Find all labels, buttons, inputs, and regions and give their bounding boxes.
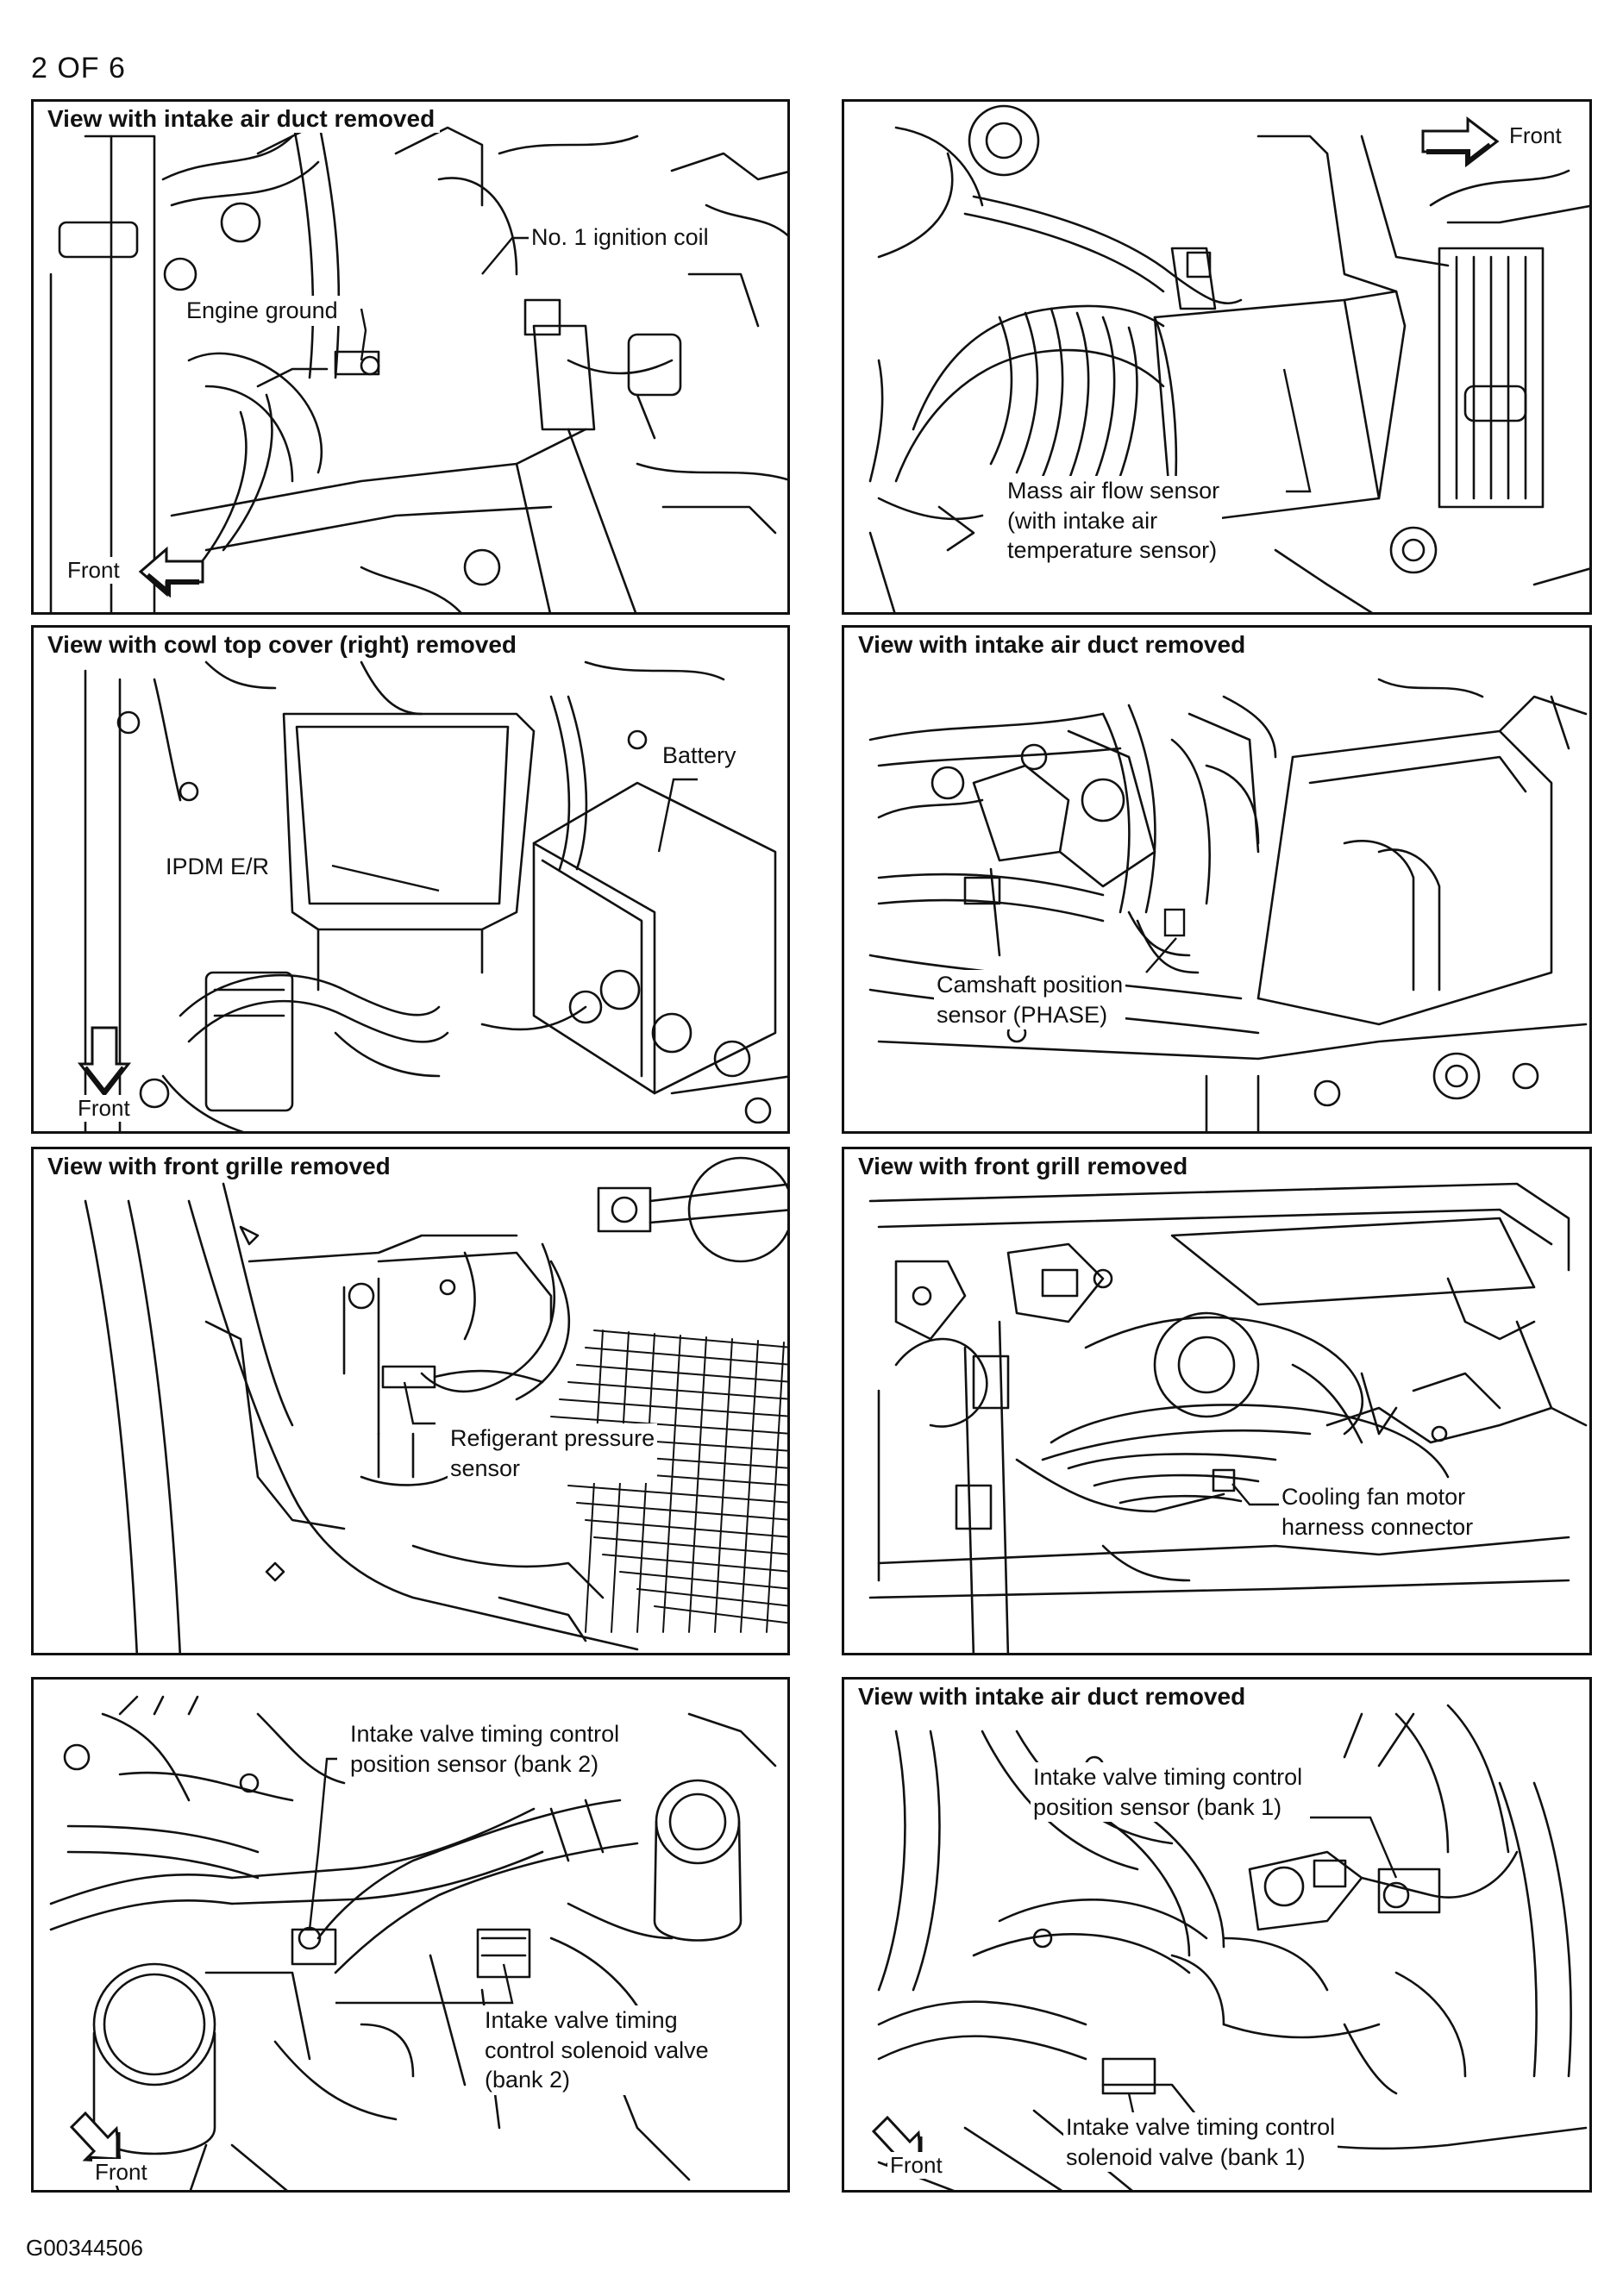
panel-refrigerant-pressure-sensor: View with front grille removed Refigeran…: [31, 1147, 790, 1655]
label-cooling-fan-motor-connector: Cooling fan motor harness connector: [1279, 1482, 1476, 1542]
engine-bay-drawing: [49, 117, 787, 612]
front-arrow-diagonal-icon: [69, 2111, 122, 2163]
panel-camshaft-position-sensor: View with intake air duct removed Camsha…: [842, 625, 1592, 1134]
label-engine-ground: Engine ground: [184, 296, 341, 326]
page-number-label: 2 OF 6: [31, 52, 126, 84]
label-no1-ignition-coil: No. 1 ignition coil: [529, 222, 711, 253]
leader-lines: [1231, 1483, 1279, 1506]
leader-lines: [331, 778, 698, 892]
panel-ignition-coil-engine-ground: View with intake air duct removed No. 1 …: [31, 99, 790, 615]
document-code: G00344506: [26, 2235, 143, 2261]
leader-lines: [308, 1757, 514, 2005]
panel-title: View with intake air duct removed: [853, 1683, 1251, 1711]
front-arrow-down-icon: [77, 1026, 132, 1098]
engine-bay-drawing: [49, 1695, 777, 2190]
label-refrigerant-pressure-sensor: Refigerant pressure sensor: [448, 1423, 658, 1484]
engine-bay-drawing: [868, 104, 1589, 612]
label-ivtc-position-sensor-bank-2: Intake valve timing control position sen…: [348, 1719, 623, 1780]
panel-ivtc-bank-2: Intake valve timing control position sen…: [31, 1677, 790, 2193]
leader-lines: [403, 1381, 436, 1425]
leader-lines: [1145, 908, 1186, 973]
front-arrow-left-icon: [138, 546, 204, 597]
panel-ivtc-bank-1: View with intake air duct removed Intake…: [842, 1677, 1592, 2193]
label-camshaft-position-sensor: Camshaft position sensor (PHASE): [934, 970, 1126, 1030]
panel-title: View with intake air duct removed: [853, 631, 1251, 659]
panel-title: View with front grille removed: [42, 1153, 396, 1180]
panel-mass-air-flow-sensor: Front Mass air flow sensor (with intake …: [842, 99, 1592, 615]
panel-title: View with front grill removed: [853, 1153, 1194, 1180]
leader-lines: [1282, 368, 1312, 493]
front-direction-label: Front: [75, 1095, 133, 1122]
engine-bay-drawing: [868, 678, 1588, 1131]
label-ipdm-er: IPDM E/R: [163, 852, 273, 882]
panel-ipdm-battery: View with cowl top cover (right) removed…: [31, 625, 790, 1134]
front-direction-label: Front: [1507, 122, 1564, 149]
panel-title: View with intake air duct removed: [42, 105, 441, 133]
label-mass-air-flow-sensor: Mass air flow sensor (with intake air te…: [1005, 476, 1223, 566]
front-direction-label: Front: [65, 557, 122, 584]
label-ivtc-position-sensor-bank-1: Intake valve timing control position sen…: [1031, 1762, 1306, 1823]
front-direction-label: Front: [887, 2152, 945, 2179]
front-direction-label: Front: [92, 2159, 150, 2186]
front-arrow-right-icon: [1421, 116, 1500, 167]
label-ivtc-solenoid-valve-bank-1: Intake valve timing control solenoid val…: [1063, 2112, 1338, 2173]
leader-lines: [360, 236, 534, 361]
engine-bay-drawing: [868, 1182, 1588, 1653]
panel-title: View with cowl top cover (right) removed: [42, 631, 523, 659]
label-ivtc-solenoid-valve-bank-2: Intake valve timing control solenoid val…: [482, 2005, 711, 2095]
engine-bay-drawing: [84, 660, 787, 1131]
panel-cooling-fan-motor-connector: View with front grill removed Cooling fa…: [842, 1147, 1592, 1655]
label-battery: Battery: [660, 741, 739, 771]
